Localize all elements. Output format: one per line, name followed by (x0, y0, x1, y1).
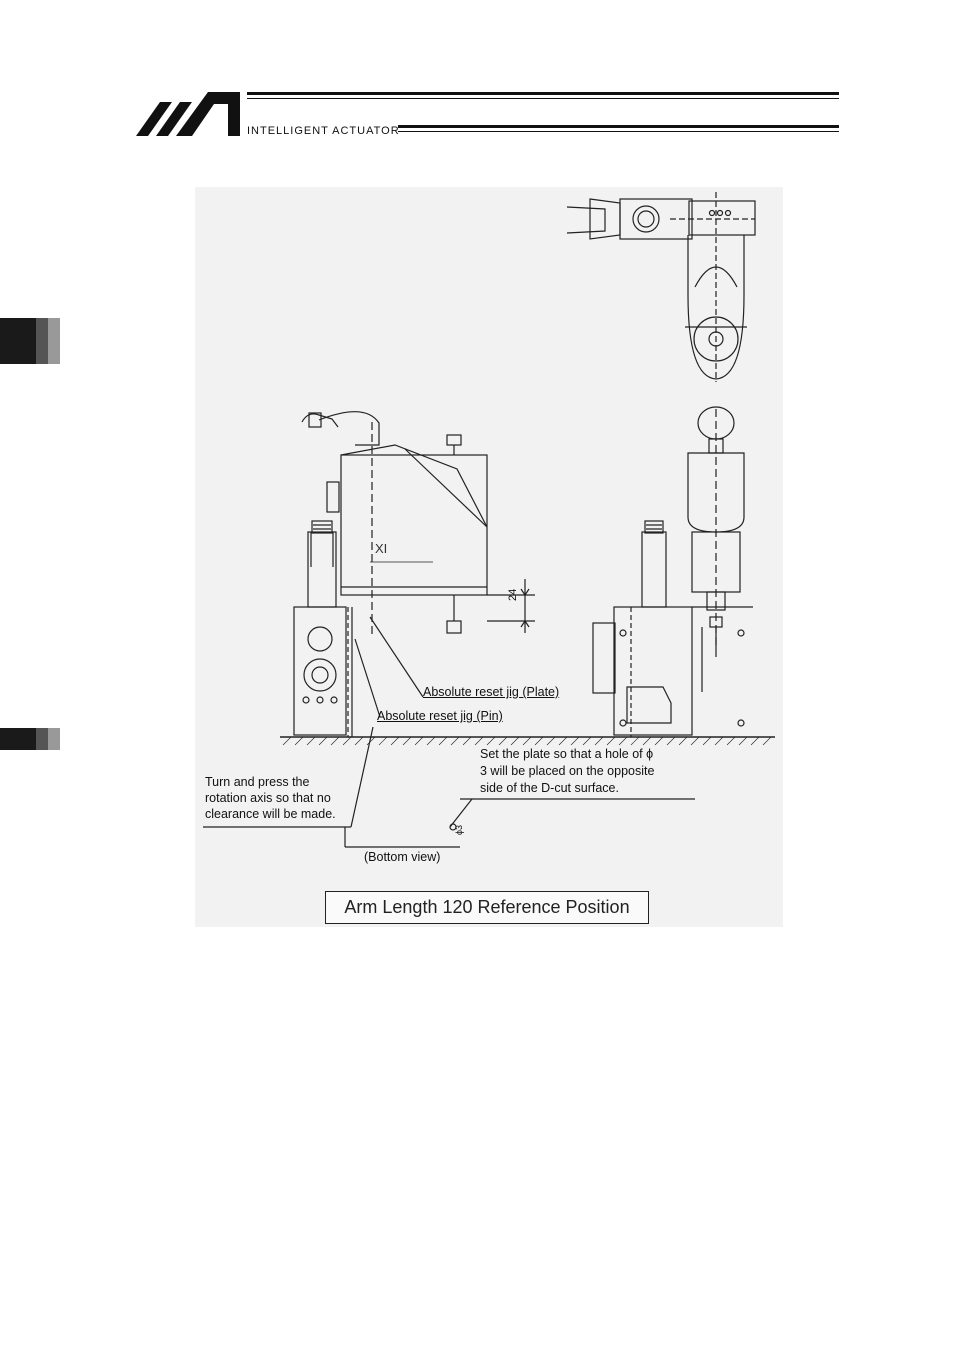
header-rule-top (247, 92, 839, 95)
set-plate-line-2: 3 will be placed on the opposite (480, 763, 654, 779)
turn-line-3: clearance will be made. (205, 806, 336, 822)
brand-name: INTELLIGENT ACTUATOR (247, 125, 400, 137)
dimension-label: 24 (505, 589, 521, 601)
chapter-tab-lower (0, 728, 60, 750)
jig-pin-label: Absolute reset jig (Pin) (377, 708, 503, 724)
top-view-drawing (567, 192, 755, 382)
header-rule-mid (247, 98, 839, 99)
svg-text:XI: XI (375, 541, 387, 556)
figure-caption: Arm Length 120 Reference Position (325, 891, 649, 924)
set-plate-line-1: Set the plate so that a hole of ϕ (480, 746, 653, 762)
iai-logo (136, 92, 246, 138)
set-plate-line-3: side of the D-cut surface. (480, 780, 619, 796)
page-header: INTELLIGENT ACTUATOR (0, 0, 954, 150)
jig-plate-label: Absolute reset jig (Plate) (423, 684, 559, 700)
turn-line-1: Turn and press the (205, 774, 309, 790)
hole-mark-label: ϕ3 (451, 825, 467, 835)
reference-position-figure: XI (195, 187, 783, 927)
front-view-drawing (593, 407, 753, 737)
turn-line-2: rotation axis so that no (205, 790, 331, 806)
header-rule-bottom (398, 125, 839, 128)
chapter-tab-upper (0, 318, 60, 364)
header-rule-bottom-thin (398, 131, 839, 132)
bottom-view-label: (Bottom view) (364, 849, 440, 865)
